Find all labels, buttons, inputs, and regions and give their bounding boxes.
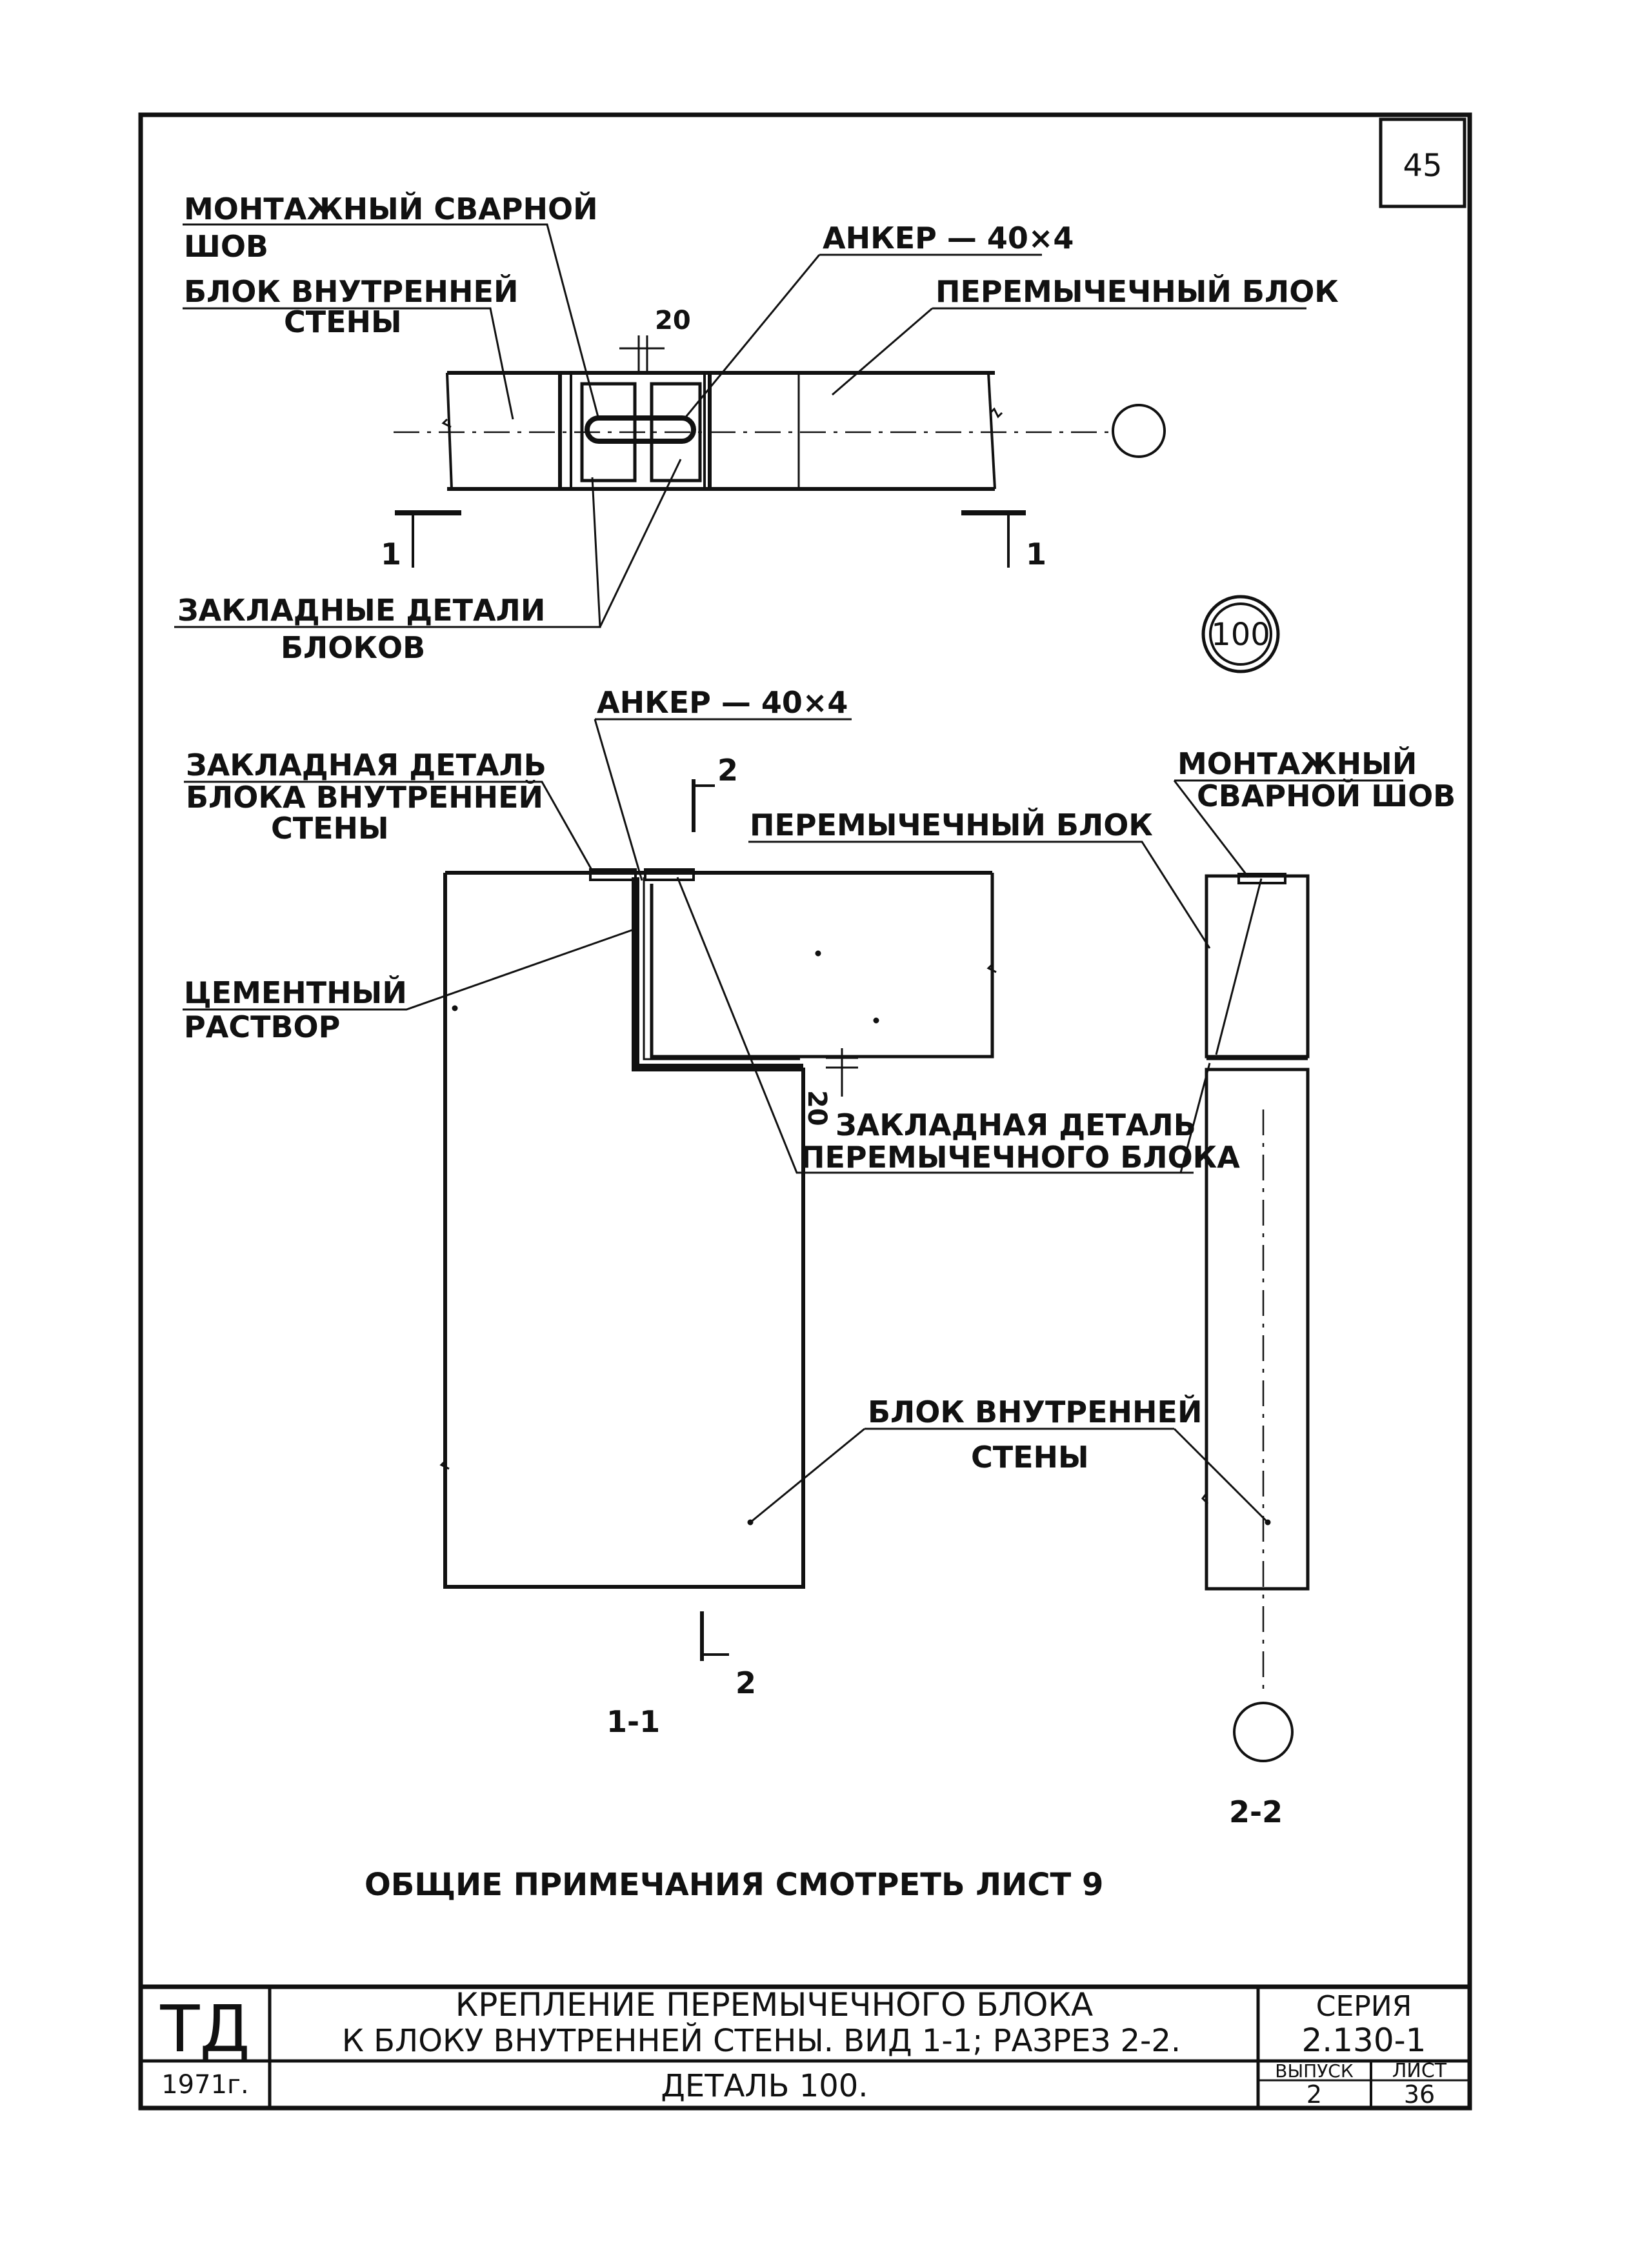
- view-1-1: [183, 718, 1269, 1661]
- section-title: 2-2: [1229, 1795, 1283, 1829]
- title-detail-name: ДЕТАЛЬ 100.: [661, 2068, 868, 2104]
- title-sheet-value: 36: [1404, 2080, 1435, 2109]
- view-embedded-detail-label-3: СТЕНЫ: [271, 811, 389, 846]
- detail-mark-outer: [1201, 595, 1280, 673]
- plan-inner-block-label-1: БЛОК ВНУТРЕННЕЙ: [184, 274, 518, 309]
- detail-mark: 100: [1211, 617, 1270, 653]
- view-lintel-block-label: ПЕРЕМЫЧЕЧНЫЙ БЛОК: [750, 808, 1153, 842]
- section-weld-label-1: МОНТАЖНЫЙ: [1177, 746, 1417, 781]
- view-mortar-label-2: РАСТВОР: [184, 1010, 340, 1044]
- sheet-frame: [138, 112, 1472, 2111]
- plan-section-mark-left: 1: [381, 537, 401, 572]
- plan-dimension-gap: 20: [655, 306, 691, 335]
- general-note: ОБЩИЕ ПРИМЕЧАНИЯ СМОТРЕТЬ ЛИСТ 9: [365, 1867, 1103, 1903]
- plan-inner-block-label-2: СТЕНЫ: [284, 304, 402, 339]
- title-year: 1971г.: [161, 2070, 249, 2100]
- plan-weld-label-1: МОНТАЖНЫЙ СВАРНОЙ: [184, 192, 598, 226]
- view-cut-mark-bottom: 2: [735, 1666, 756, 1700]
- plan-view: [174, 223, 1306, 628]
- view-mortar-label-1: ЦЕМЕНТНЫЙ: [184, 975, 407, 1010]
- plan-lintel-block-label: ПЕРЕМЫЧЕЧНЫЙ БЛОК: [936, 274, 1339, 309]
- title-line-1: КРЕПЛЕНИЕ ПЕРЕМЫЧЕЧНОГО БЛОКА: [455, 1986, 1094, 2024]
- view-anchor-label: АНКЕР — 40×4: [597, 685, 848, 720]
- view-cut-mark-top: 2: [717, 753, 738, 788]
- view-title: 1-1: [606, 1704, 660, 1739]
- plan-section-mark-right: 1: [1026, 537, 1046, 572]
- view-inner-block-label-1: БЛОК ВНУТРЕННЕЙ: [868, 1395, 1202, 1429]
- title-issue-label: ВЫПУСК: [1275, 2060, 1354, 2082]
- view-embedded-detail-label-2: БЛОКА ВНУТРЕННЕЙ: [186, 780, 543, 815]
- view-lintel-embedded-label-1: ЗАКЛАДНАЯ ДЕТАЛЬ: [836, 1108, 1196, 1142]
- title-block: [141, 1984, 1470, 2108]
- plan-weld-label-2: ШОВ: [184, 229, 268, 264]
- title-issue-value: 2: [1306, 2080, 1322, 2109]
- view-embedded-detail-label-1: ЗАКЛАДНАЯ ДЕТАЛЬ: [186, 748, 546, 782]
- sheet-number: 45: [1403, 148, 1442, 184]
- plan-embedded-parts-label-2: БЛОКОВ: [281, 630, 425, 665]
- title-sheet-label: ЛИСТ: [1392, 2060, 1447, 2082]
- title-series-value: 2.130-1: [1302, 2022, 1426, 2059]
- plan-embedded-parts-label-1: ЗАКЛАДНЫЕ ДЕТАЛИ: [177, 593, 545, 628]
- section-2-2: [1173, 779, 1403, 1762]
- view-inner-block-label-2: СТЕНЫ: [971, 1440, 1089, 1475]
- view-lintel-embedded-label-2: ПЕРЕМЫЧЕЧНОГО БЛОКА: [800, 1140, 1240, 1175]
- title-org: ТД: [159, 1991, 250, 2067]
- section-weld-label-2: СВАРНОЙ ШОВ: [1197, 779, 1456, 813]
- sheet-number-box: [1379, 117, 1466, 208]
- title-series-label: СЕРИЯ: [1316, 1990, 1412, 2023]
- view-dimension-gap: 20: [802, 1090, 832, 1126]
- title-line-2: К БЛОКУ ВНУТРЕННЕЙ СТЕНЫ. ВИД 1-1; РАЗРЕ…: [342, 2022, 1181, 2059]
- plan-anchor-label: АНКЕР — 40×4: [823, 221, 1074, 255]
- detail-mark-inner: [1209, 602, 1272, 666]
